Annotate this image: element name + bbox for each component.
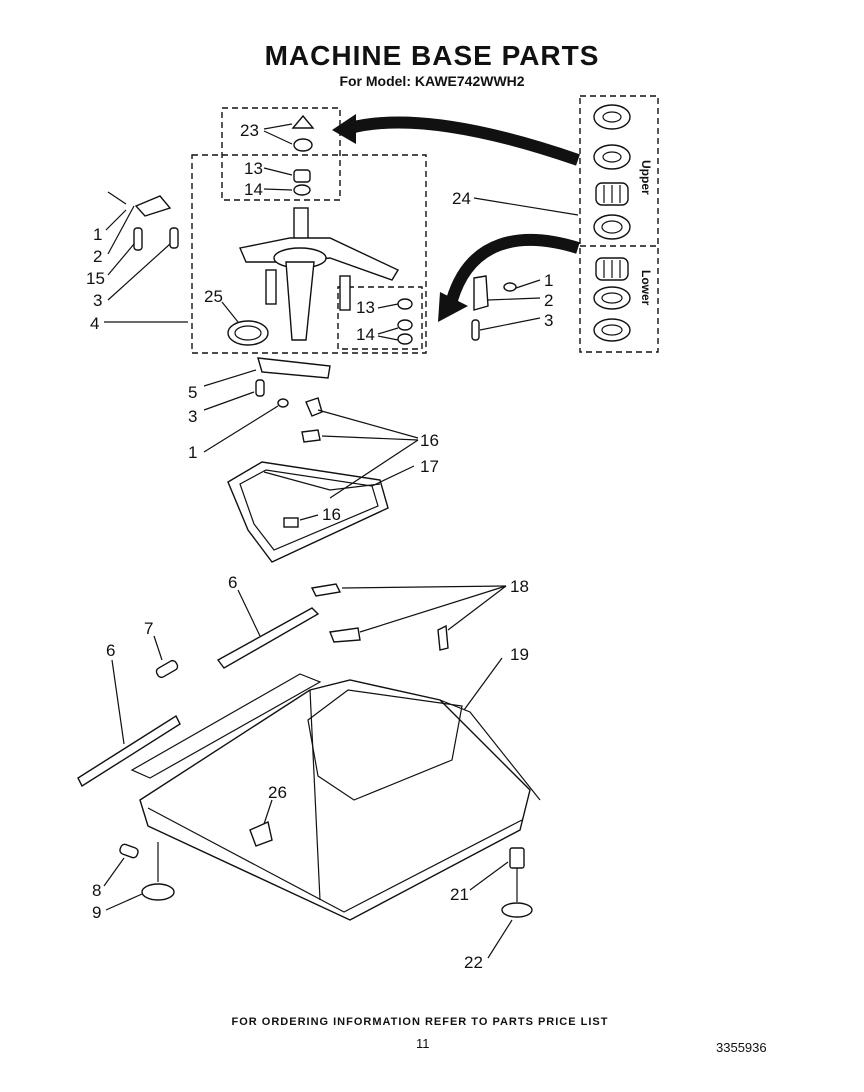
callout-23: 23: [240, 121, 259, 140]
dashed-box-bearing: [337, 286, 423, 350]
spring-3-right: [471, 319, 480, 341]
callout-16a: 16: [420, 431, 439, 450]
clip-18b: [329, 627, 361, 643]
leg-9-foot: [141, 883, 175, 901]
spring-3-lower: [255, 379, 265, 397]
dashed-box-top: [221, 107, 341, 201]
bushing-13: [293, 169, 311, 183]
rail-6-right: [216, 607, 320, 669]
lower-label: Lower: [639, 270, 653, 306]
callout-18: 18: [510, 577, 529, 596]
callout-17: 17: [420, 457, 439, 476]
callout-6a: 6: [228, 573, 237, 592]
upper-arrow: [348, 116, 580, 166]
callout-25: 25: [204, 287, 223, 306]
bearing-14b-right: [397, 333, 413, 345]
callout-21: 21: [450, 885, 469, 904]
callout-5: 5: [188, 383, 197, 402]
callout-3b: 3: [544, 311, 553, 330]
callout-3c: 3: [188, 407, 197, 426]
callout-19: 19: [510, 645, 529, 664]
bracket-5: [257, 357, 331, 379]
callout-2a: 2: [93, 247, 102, 266]
washer-14: [293, 184, 311, 196]
callout-9: 9: [92, 903, 101, 922]
callout-3a: 3: [93, 291, 102, 310]
callout-14a: 14: [244, 180, 263, 199]
callout-6b: 6: [106, 641, 115, 660]
callout-2b: 2: [544, 291, 553, 310]
leg-22-foot: [501, 902, 533, 918]
bolt-1-lower: [277, 398, 289, 408]
hub-spider: [239, 207, 399, 341]
rail-6-left: [77, 714, 181, 788]
spring-3-left: [169, 227, 179, 249]
callout-1c: 1: [188, 443, 197, 462]
clip-16b: [301, 429, 321, 443]
upper-label: Upper: [639, 160, 653, 195]
bolt-1-right: [503, 282, 517, 292]
callout-8: 8: [92, 881, 101, 900]
seal-25: [227, 320, 269, 346]
callout-14b: 14: [356, 325, 375, 344]
dashed-box-main: [191, 154, 427, 354]
bushing-15: [133, 227, 143, 251]
callout-24: 24: [452, 189, 471, 208]
callout-7: 7: [144, 619, 153, 638]
callout-16b: 16: [322, 505, 341, 524]
callout-13b: 13: [356, 298, 375, 317]
leader-lines: [103, 123, 579, 959]
bearing-13-right: [397, 298, 413, 310]
bearing-side-box: [579, 95, 659, 353]
clip-18c: [437, 624, 449, 651]
lower-arrow: [446, 233, 580, 302]
ordering-note: FOR ORDERING INFORMATION REFER TO PARTS …: [231, 1016, 609, 1028]
frame-17: [227, 461, 389, 563]
bracket-2-right: [473, 275, 489, 311]
clip-18a: [310, 583, 342, 597]
callout-15: 15: [86, 269, 105, 288]
callout-22: 22: [464, 953, 483, 972]
callout-13a: 13: [244, 159, 263, 178]
clip-26: [249, 821, 273, 847]
lower-arrowhead: [438, 292, 468, 322]
cap-8: [119, 843, 139, 859]
clip-16a: [305, 397, 323, 417]
pin-7: [155, 659, 179, 679]
callout-4: 4: [90, 314, 99, 333]
hub-nut-23b: [293, 138, 313, 152]
upper-arrowhead: [332, 114, 356, 144]
document-number: 3355936: [716, 1040, 767, 1055]
base-19: [130, 673, 541, 921]
page-number: 11: [416, 1036, 430, 1051]
bolt-1-left: [107, 191, 127, 205]
lower-bearings: [593, 257, 631, 342]
nut-21: [509, 847, 525, 869]
page-title: MACHINE BASE PARTS: [264, 40, 600, 71]
upper-bearings: [593, 104, 631, 240]
model-subtitle: For Model: KAWE742WWH2: [339, 73, 525, 89]
callout-26: 26: [268, 783, 287, 802]
callout-1a: 1: [93, 225, 102, 244]
bracket-2-left: [134, 195, 172, 217]
hub-nut-23a: [291, 114, 315, 129]
bearing-14a-right: [397, 319, 413, 331]
clip-16c: [283, 517, 299, 528]
callout-1b: 1: [544, 271, 553, 290]
